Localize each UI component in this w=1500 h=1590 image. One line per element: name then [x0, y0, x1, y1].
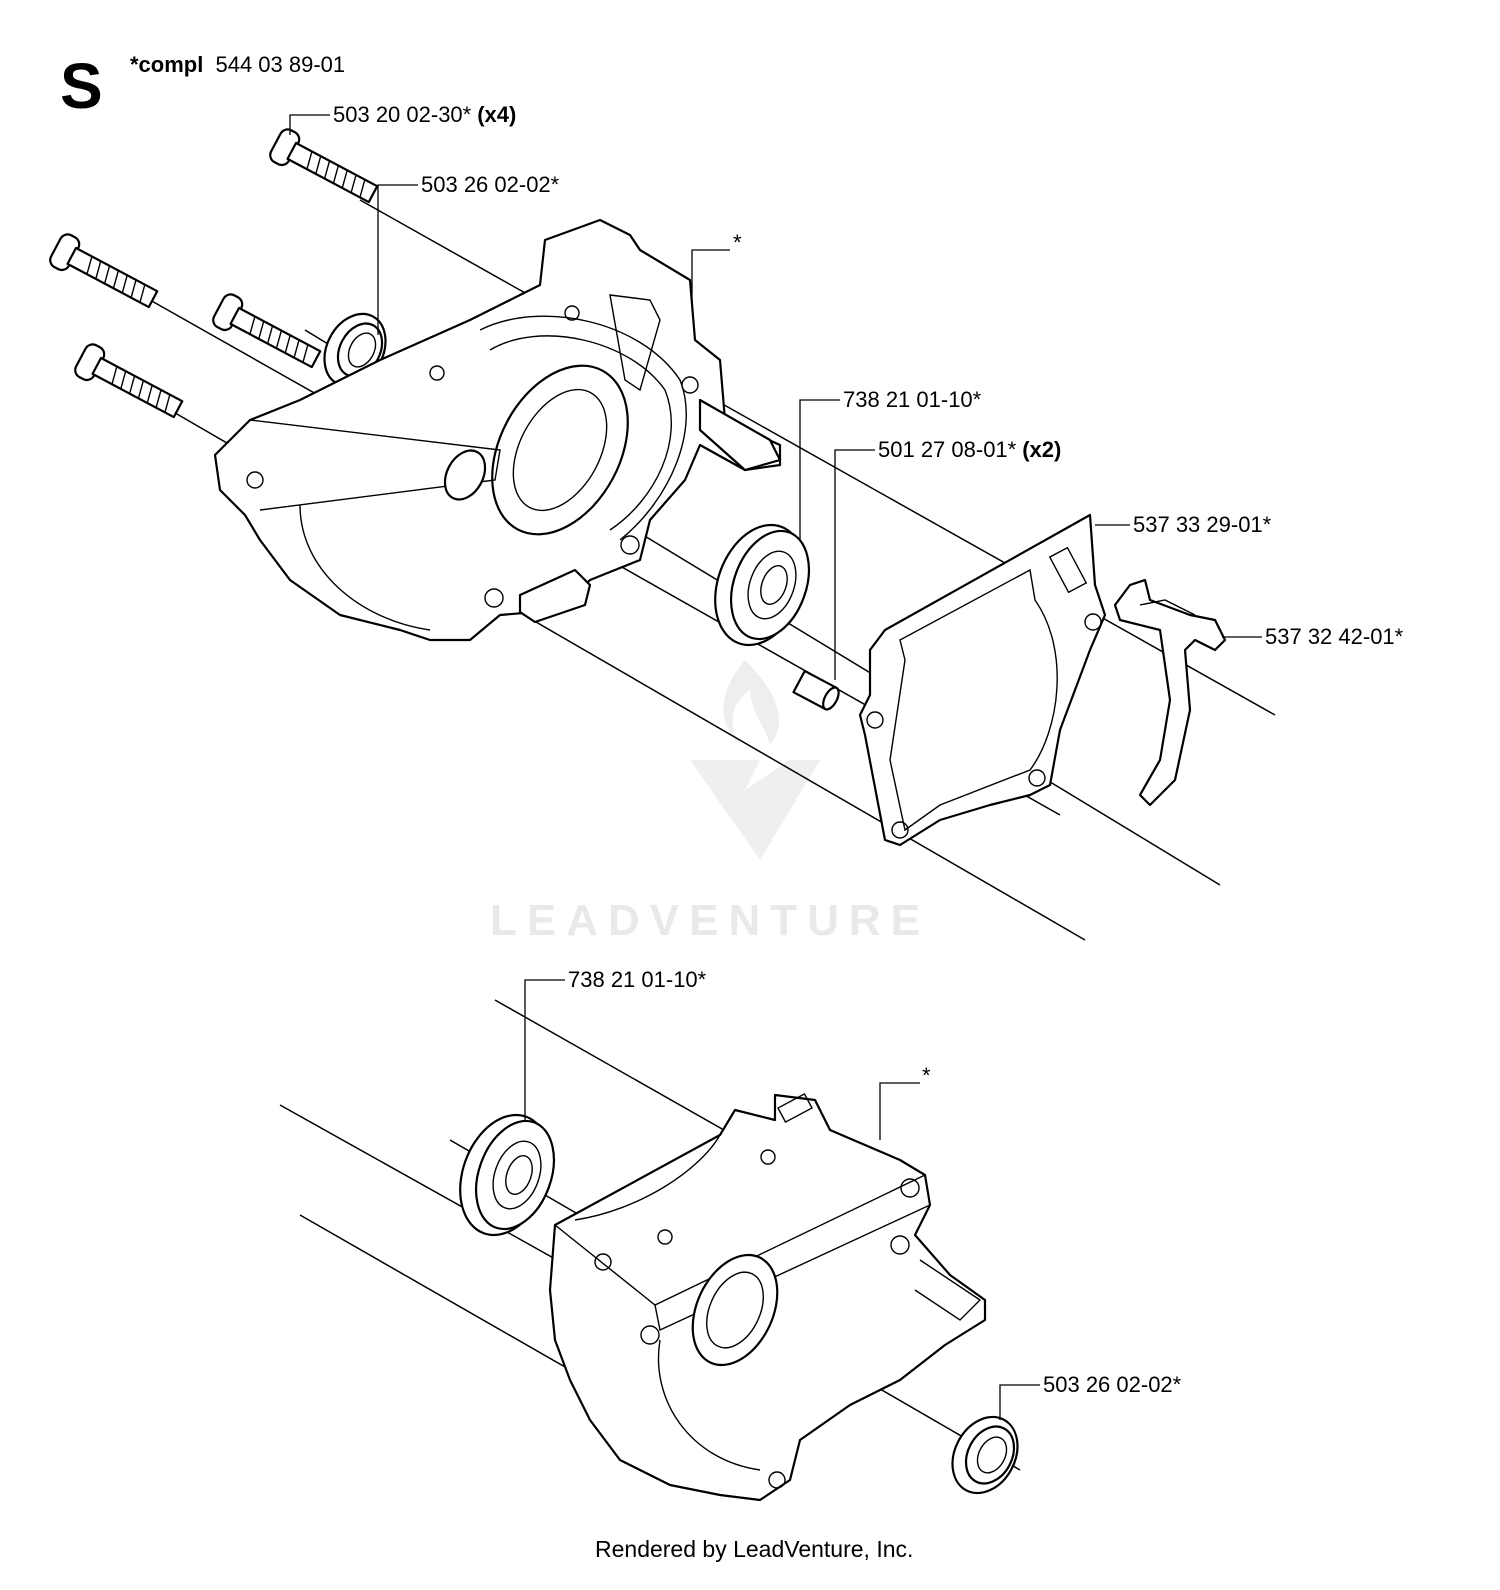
- watermark-text: LEADVENTURE: [490, 896, 930, 945]
- label-crankcase-top: *: [733, 230, 742, 255]
- screw-part: [49, 128, 379, 419]
- leader-lines: [289, 114, 1262, 1420]
- footer-credit: Rendered by LeadVenture, Inc.: [595, 1536, 913, 1562]
- ball-bearing-part-bottom: [459, 1113, 555, 1237]
- gasket-part: [858, 513, 1107, 847]
- label-seal-bottom: 503 26 02-02*: [1043, 1372, 1182, 1397]
- label-sleeve: 501 27 08-01*(x2): [878, 437, 1061, 462]
- label-seal-top: 503 26 02-02*: [421, 172, 560, 197]
- label-bearing-bottom: 738 21 01-10*: [568, 967, 707, 992]
- label-screw: 503 20 02-30*(x4): [333, 102, 516, 127]
- label-gasket: 537 33 29-01*: [1133, 512, 1272, 537]
- label-bearing-top: 738 21 01-10*: [843, 387, 982, 412]
- label-crankcase-bottom: *: [922, 1063, 931, 1088]
- assembly-header: *compl 544 03 89-01: [130, 52, 345, 77]
- label-bracket: 537 32 42-01*: [1265, 624, 1404, 649]
- watermark-logo: LEADVENTURE: [490, 660, 930, 945]
- oil-seal-part-bottom: [951, 1415, 1019, 1495]
- ball-bearing-part-top: [714, 523, 810, 647]
- crankcase-half-top: [213, 218, 782, 642]
- crankcase-half-bottom: [548, 1092, 987, 1502]
- section-letter: S: [60, 50, 103, 122]
- bracket-part: [1113, 578, 1227, 807]
